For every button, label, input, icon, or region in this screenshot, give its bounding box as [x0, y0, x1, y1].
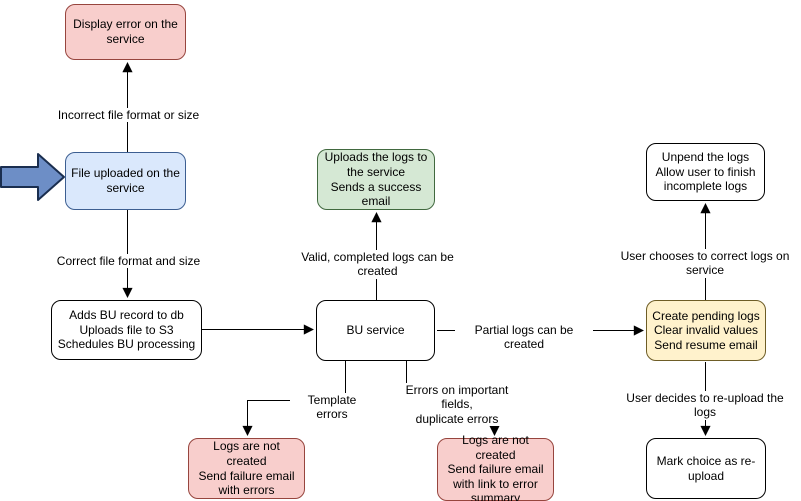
edge-label-incorrect-format: Incorrect file format or size	[45, 108, 212, 123]
entry-arrow-icon	[0, 153, 65, 201]
node-logs-not-created-errors: Logs are not created Send failure email …	[188, 438, 305, 499]
edge-label-template-errors: Template errors	[290, 393, 374, 422]
edge-label-user-reuploads: User decides to re-upload the logs	[617, 391, 793, 420]
node-adds-bu-record: Adds BU record to db Uploads file to S3 …	[51, 300, 202, 360]
edge-label-user-corrects: User chooses to correct logs on service	[602, 249, 801, 278]
node-uploads-logs: Uploads the logs to the service Sends a …	[317, 149, 435, 210]
edge-label-correct-format: Correct file format and size	[45, 254, 212, 269]
edge-label-important-fields: Errors on important fields, duplicate er…	[388, 383, 526, 427]
node-file-uploaded: File uploaded on the service	[65, 152, 186, 210]
node-create-pending-logs: Create pending logs Clear invalid values…	[646, 300, 766, 361]
node-unpend-logs: Unpend the logs Allow user to finish inc…	[646, 143, 765, 201]
edge-label-partial-logs: Partial logs can be created	[455, 323, 593, 352]
node-mark-choice-reupload: Mark choice as re- upload	[646, 438, 766, 499]
node-bu-service: BU service	[316, 300, 435, 361]
edge-label-valid-completed: Valid, completed logs can be created	[285, 250, 470, 279]
node-display-error: Display error on the service	[65, 4, 186, 60]
node-logs-not-created-summary: Logs are not created Send failure email …	[437, 433, 554, 501]
